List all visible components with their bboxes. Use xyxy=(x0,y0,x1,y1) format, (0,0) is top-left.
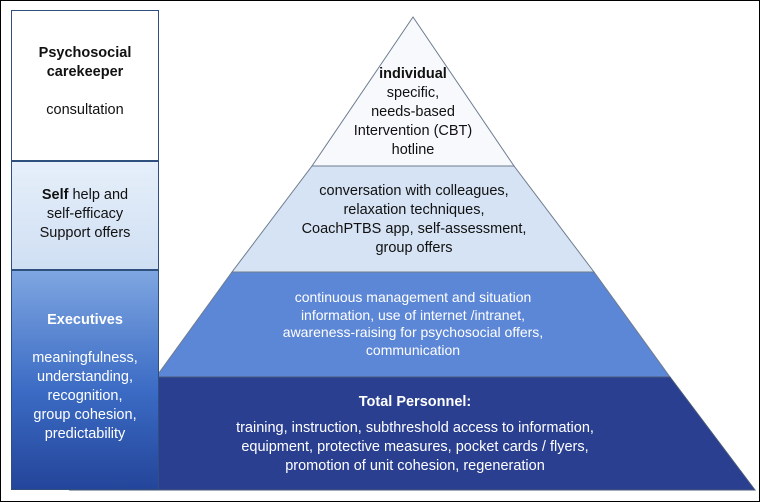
left-box-2-line-1: self-efficacy xyxy=(46,206,124,222)
pyramid-tier-2-line-4: group offers xyxy=(375,240,453,256)
pyramid-tier-3-line-1: continuous management and situation xyxy=(294,289,532,305)
left-box-psychosocial-carekeeper: Psychosocial carekeeper consultation xyxy=(11,10,159,161)
left-box-executives: Executives meaningfulness, understanding… xyxy=(11,270,159,490)
pyramid-tier-1-line-1: specific, xyxy=(386,85,440,101)
left-box-3-line-1: meaningfulness, xyxy=(32,350,138,366)
pyramid-tier-1-line-2: needs-based xyxy=(371,104,455,120)
left-box-1-title-line-1: Psychosocial xyxy=(38,45,132,61)
left-box-1-title-line-2: carekeeper xyxy=(46,64,124,80)
pyramid-tier-2-line-1: conversation with colleagues, xyxy=(319,183,509,199)
pyramid-tier-4-line-2: equipment, protective measures, pocket c… xyxy=(241,439,589,455)
pyramid-tier-4-line-3: promotion of unit cohesion, regeneration xyxy=(285,458,545,474)
pyramid-tier-1-level: individual xyxy=(379,66,447,82)
pyramid-tier-4-level: Total Personnel: xyxy=(358,394,472,410)
pyramid-tier-3-line-4: communication xyxy=(365,341,461,358)
pyramid-tier-2-text: conversation with colleagues, relaxation… xyxy=(296,182,532,258)
pyramid-tier-2-line-3: CoachPTBS app, self-assessment, xyxy=(301,221,527,237)
left-box-3-line-4: group cohesion, xyxy=(33,407,137,423)
left-box-2-title-suffix: help and xyxy=(68,187,129,203)
pyramid-tier-1-text: individual specific, needs-based Interve… xyxy=(330,65,496,160)
pyramid-tier-4-line-1: training, instruction, subthreshold acce… xyxy=(236,420,594,436)
left-box-2-title-row: Self help and xyxy=(12,186,158,205)
left-box-self-help: Self help and self-efficacy Support offe… xyxy=(11,161,159,270)
pyramid-tier-1-line-4: hotline xyxy=(391,142,435,158)
left-box-2-line-2: Support offers xyxy=(39,225,131,241)
left-box-3-line-3: recognition, xyxy=(47,388,123,404)
left-box-3-line-5: predictability xyxy=(44,426,126,442)
pyramid-tier-3-line-3: awareness-raising for psychosocial offer… xyxy=(282,324,544,340)
pyramid-tier-1-line-3: Intervention (CBT) xyxy=(353,123,473,139)
pyramid-tier-3-line-2: information, use of internet /intranet, xyxy=(300,306,526,323)
left-box-2-title: Self xyxy=(41,187,69,203)
left-box-1-line-1: consultation xyxy=(46,102,124,118)
pyramid-tier-4-text: Total Personnel: training, instruction, … xyxy=(200,393,630,476)
pyramid-tier-3-text: continuous management and situation info… xyxy=(258,289,568,359)
pyramid-tier-2-line-2: relaxation techniques, xyxy=(343,202,485,218)
left-box-3-line-2: understanding, xyxy=(37,369,133,385)
left-box-3-title: Executives xyxy=(47,312,123,328)
